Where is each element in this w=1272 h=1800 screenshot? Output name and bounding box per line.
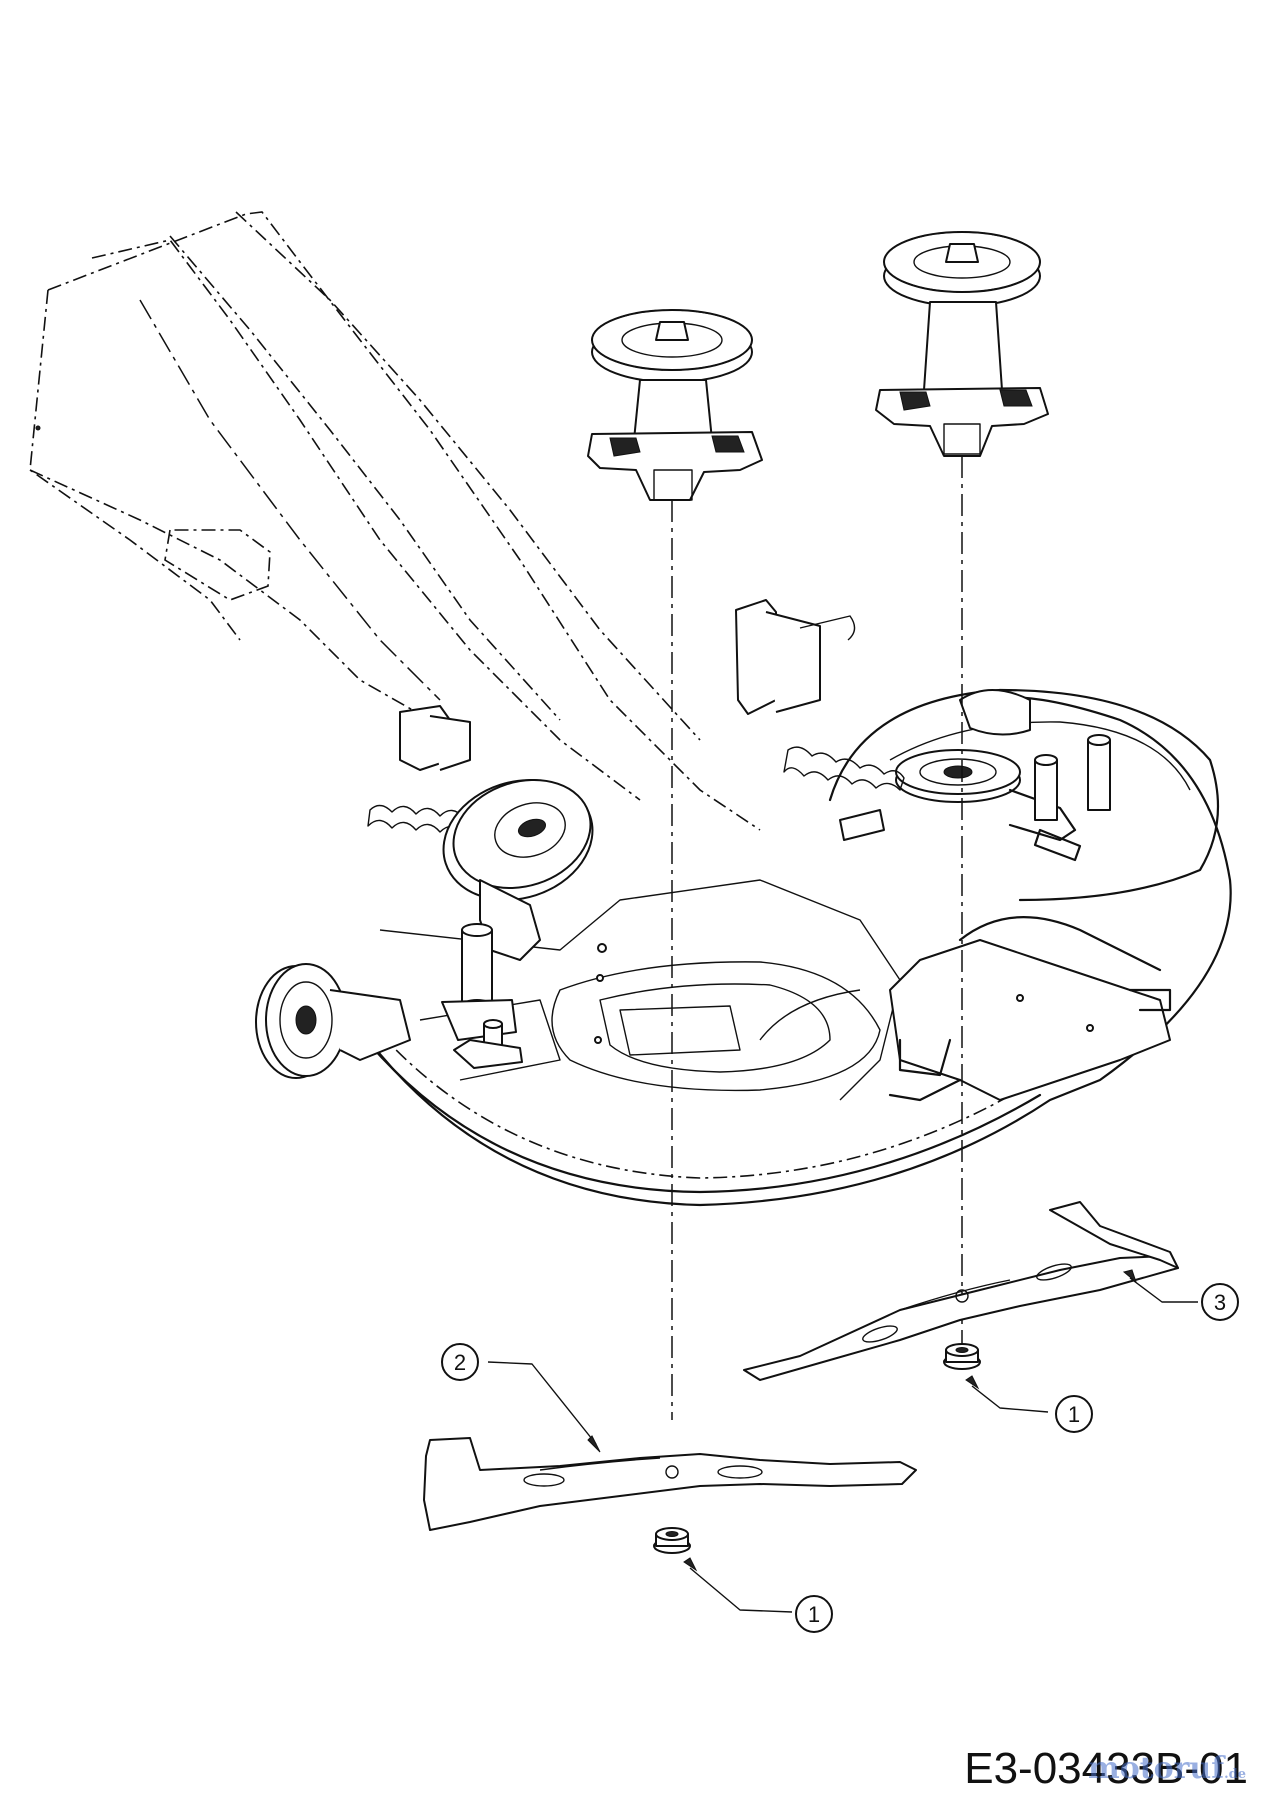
left-wheel <box>255 963 411 1079</box>
watermark-suffix: .de <box>1224 1767 1246 1782</box>
discharge-chute <box>29 211 761 831</box>
watermark-text: motoruf <box>1087 1751 1225 1786</box>
drawing-code: E3-03433B-01 <box>964 1744 1248 1793</box>
tension-spring-right <box>783 746 905 791</box>
callout-label: 1 <box>1068 1402 1080 1427</box>
right-idler-bracket <box>735 599 885 841</box>
callout-label: 2 <box>454 1350 466 1375</box>
right-installed-pulley <box>895 734 1111 862</box>
blade-nut-right <box>943 1343 981 1370</box>
left-idler-assembly <box>399 705 594 1069</box>
callout-2: 2 <box>441 1343 479 1381</box>
watermark-logo: motoruf.de <box>1088 1751 1246 1786</box>
right-spindle-dome <box>828 688 1220 902</box>
blade-nut-left <box>653 1527 691 1554</box>
spindle-assembly-right <box>875 231 1049 457</box>
deck-housing <box>338 696 1232 1207</box>
callout-1-right: 1 <box>1055 1395 1093 1433</box>
callout-label: 3 <box>1214 1290 1226 1315</box>
mower-blade-left <box>423 1437 917 1531</box>
mower-blade-right <box>743 1201 1179 1381</box>
callout-3: 3 <box>1201 1283 1239 1321</box>
callout-leaders <box>487 1269 1198 1613</box>
callout-1-left: 1 <box>795 1595 833 1633</box>
spindle-assembly-left <box>587 309 763 501</box>
callout-label: 1 <box>808 1602 820 1627</box>
